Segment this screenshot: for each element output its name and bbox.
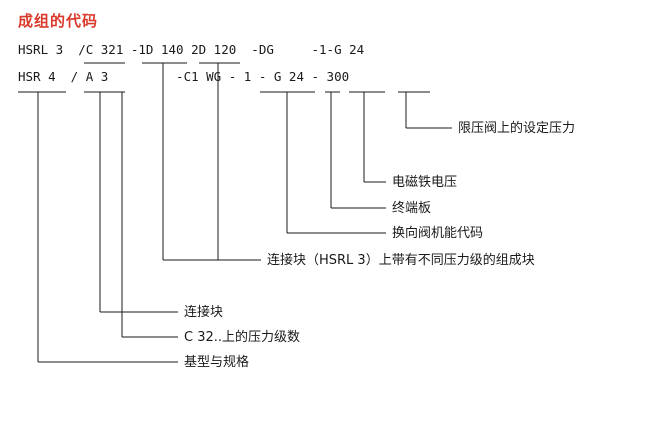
label-base-type-spec: 基型与规格	[184, 355, 250, 370]
label-pressure-setting: 限压阀上的设定压力	[458, 121, 576, 136]
page-title: 成组的代码	[18, 12, 99, 30]
label-solenoid-voltage: 电磁铁电压	[392, 175, 458, 190]
code-line-1: HSRL 3 /C 321 -1D 140 2D 120 -DG -1-G 24	[18, 42, 365, 57]
label-pressure-levels: C 32..上的压力级数	[184, 330, 301, 345]
label-directional-valve-code: 换向阀机能代码	[392, 226, 484, 241]
label-connecting-block-pressure-levels: 连接块（HSRL 3）上带有不同压力级的组成块	[267, 253, 535, 268]
label-connecting-block: 连接块	[184, 305, 224, 320]
label-end-plate: 终端板	[392, 201, 432, 216]
code-line-2: HSR 4 / A 3 -C1 WG - 1 - G 24 - 300	[18, 69, 350, 84]
